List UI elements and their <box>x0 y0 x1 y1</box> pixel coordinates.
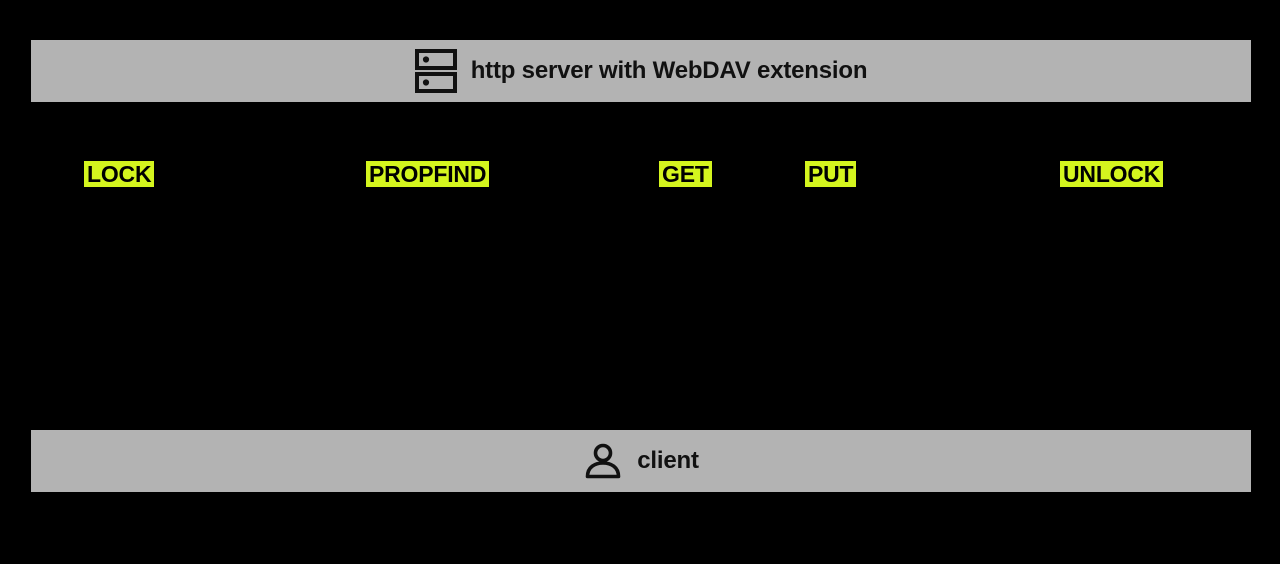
participant-client-label: client <box>637 447 699 474</box>
participant-server-label: http server with WebDAV extension <box>470 57 868 84</box>
lifeline-server <box>639 102 641 430</box>
message-label-lock[interactable]: LOCK <box>84 161 155 187</box>
message-label-get[interactable]: GET <box>659 161 712 187</box>
message-label-propfind[interactable]: PROPFIND <box>366 161 490 187</box>
message-label-unlock[interactable]: UNLOCK <box>1060 161 1164 187</box>
message-label-put[interactable]: PUT <box>805 161 857 187</box>
server-icon <box>414 49 457 93</box>
participant-client[interactable]: client <box>31 430 1251 492</box>
person-icon <box>583 441 623 481</box>
participant-server[interactable]: http server with WebDAV extension <box>31 40 1251 102</box>
